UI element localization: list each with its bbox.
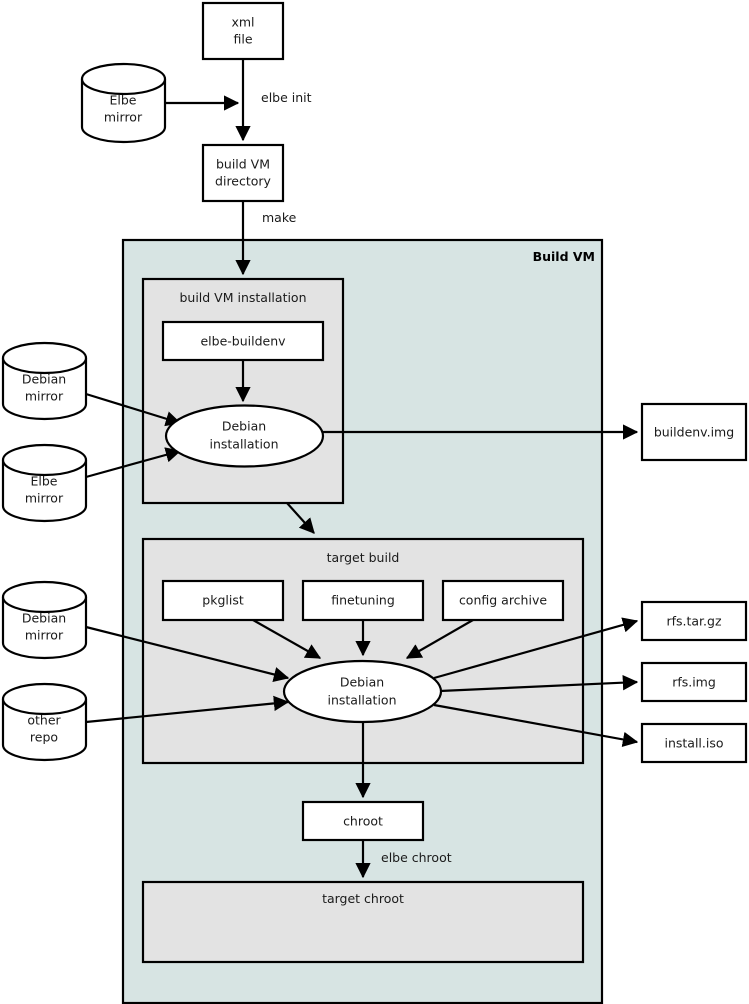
- elbe-mirror-top-label-line2: mirror: [104, 110, 143, 125]
- edge-debianinstall2-to-installiso: [433, 703, 639, 748]
- edge-pkglist-to-debianinstall2: [252, 619, 322, 659]
- xml-file-box: [201, 1, 285, 61]
- build-vm-directory-label-line1: build VM: [216, 157, 270, 172]
- pkglist-box: [161, 579, 285, 622]
- debian-mirror-build-cylinder: [1, 580, 88, 660]
- target-build-label: target build: [327, 550, 400, 565]
- debian-installation-lower-ellipse: [282, 659, 443, 724]
- xml-file-label-line1: xml: [231, 15, 254, 30]
- rfs-img-box: [640, 661, 748, 703]
- edge-debianmirror-to-debianinstall: [85, 392, 182, 427]
- edge-configarchive-to-debianinstall2: [405, 619, 474, 659]
- build-vm-directory-label-line2: directory: [215, 174, 272, 189]
- finetuning-box: [301, 579, 425, 622]
- chroot-label: chroot: [343, 814, 383, 829]
- buildenv-img-box: [640, 402, 748, 462]
- chroot-box: [301, 800, 425, 842]
- elbe-init-edge-label: elbe init: [261, 90, 312, 105]
- install-iso-box: [640, 722, 748, 764]
- other-repo-label-line1: other: [27, 713, 61, 728]
- elbe-chroot-edge-label: elbe chroot: [381, 850, 452, 865]
- rfs-targz-label: rfs.tar.gz: [666, 614, 721, 629]
- debian-mirror-build-label-line1: Debian: [22, 611, 66, 626]
- elbe-mirror-lower-cylinder: [1, 443, 88, 523]
- other-repo-cylinder: [1, 682, 88, 762]
- rfs-img-label: rfs.img: [672, 675, 716, 690]
- config-archive-label: config archive: [459, 593, 547, 608]
- elbe-mirror-lower-label-line1: Elbe: [31, 474, 58, 489]
- target-chroot-box: [141, 880, 585, 964]
- elbe-mirror-top-label-line1: Elbe: [110, 93, 137, 108]
- elbe-mirror-top-cylinder: [80, 62, 167, 144]
- elbe-buildenv-box: [161, 320, 325, 362]
- debian-mirror-upper-label-line1: Debian: [22, 372, 66, 387]
- target-chroot-label: target chroot: [322, 891, 404, 906]
- rfs-targz-box: [640, 600, 748, 642]
- debian-installation-lower-label-line1: Debian: [340, 675, 384, 690]
- build-vm-directory-box: [201, 143, 285, 203]
- buildenv-img-label: buildenv.img: [654, 425, 734, 440]
- edge-debianinstall2-to-rfsimg: [439, 674, 639, 693]
- edge-buildvminstall-to-targetbuild: [286, 502, 315, 534]
- edge-debianinstall2-to-rfstargz: [433, 617, 639, 680]
- elbe-mirror-lower-label-line2: mirror: [25, 491, 64, 506]
- debian-mirror-upper-cylinder: [1, 341, 88, 421]
- debian-installation-lower-label-line2: installation: [327, 693, 396, 708]
- edge-otherrepo-to-debianinstall2: [85, 695, 290, 724]
- build-vm-installation-label: build VM installation: [179, 290, 306, 305]
- debian-mirror-build-label-line2: mirror: [25, 628, 64, 643]
- install-iso-label: install.iso: [664, 736, 723, 751]
- finetuning-label: finetuning: [331, 593, 395, 608]
- build-vm-label: Build VM: [533, 249, 595, 264]
- xml-file-label-line2: file: [233, 32, 252, 47]
- elbe-buildenv-label: elbe-buildenv: [200, 334, 286, 349]
- make-edge-label: make: [262, 210, 297, 225]
- debian-installation-upper-label-line1: Debian: [222, 419, 266, 434]
- edge-debianmirror2-to-debianinstall2: [85, 625, 290, 682]
- debian-mirror-upper-label-line2: mirror: [25, 389, 64, 404]
- other-repo-label-line2: repo: [30, 730, 58, 745]
- debian-installation-upper-label-line2: installation: [209, 437, 278, 452]
- edge-elbemirror2-to-debianinstall: [85, 447, 182, 479]
- pkglist-label: pkglist: [202, 593, 244, 608]
- debian-installation-upper-ellipse: [164, 404, 325, 468]
- config-archive-box: [441, 579, 565, 622]
